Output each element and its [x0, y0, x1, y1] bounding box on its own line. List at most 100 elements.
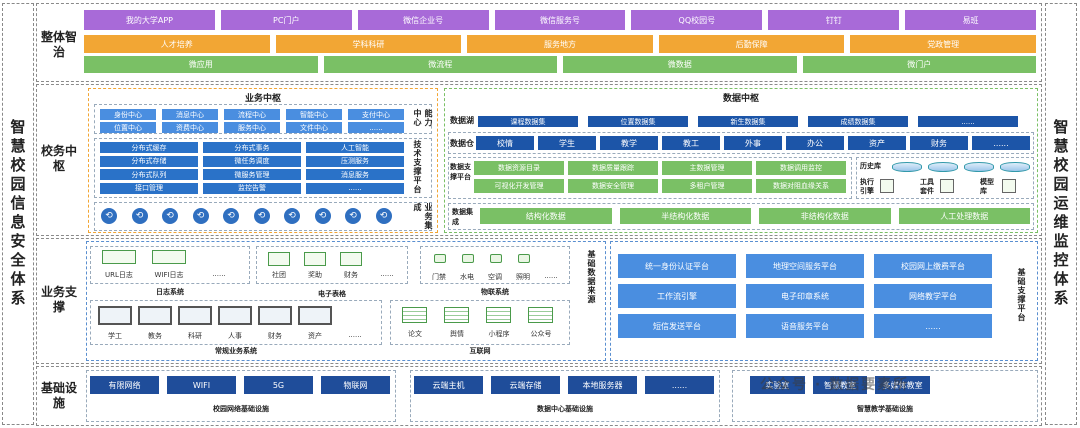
- data-tools-panel: [856, 157, 1034, 199]
- datacenter-cell: 本地服务器: [568, 376, 637, 394]
- business-hub-panel: [88, 88, 438, 233]
- business-system-label: ......: [348, 331, 362, 339]
- tech-support-panel: [94, 138, 432, 198]
- internet-item-label: 公众号: [530, 330, 552, 338]
- network-cell: 5G: [244, 376, 313, 394]
- internet-panel: [390, 300, 570, 345]
- internet-source-icon: [444, 307, 469, 323]
- tool-cube-icon: [940, 179, 954, 193]
- capability-cell: 服务中心: [224, 122, 280, 133]
- spreadsheet-item-label: 奖助: [308, 271, 322, 279]
- base-platform-panel: [610, 241, 1038, 361]
- data-platform-cell: 数据对阻血缘关系: [756, 179, 846, 193]
- tech-cell: 分布式队列: [100, 169, 198, 180]
- data-warehouse-label: 数据仓: [450, 139, 474, 148]
- monitor-icon: [98, 306, 132, 325]
- monitor-icon: [298, 306, 332, 325]
- business-system-label: 科研: [188, 332, 202, 340]
- support-layer: [36, 238, 1042, 364]
- engine-label: 执行引擎: [860, 178, 874, 195]
- tech-cell: 分布式存储: [100, 155, 198, 167]
- data-platform-cell: 可视化开发管理: [474, 179, 564, 193]
- capability-cell: 智能中心: [286, 109, 342, 120]
- log-item-label: ......: [212, 270, 226, 278]
- data-platform-label: 数据支撑平台: [450, 163, 471, 181]
- integration-icon: ⟲: [345, 208, 361, 224]
- support-label: 业务支撑: [40, 285, 77, 314]
- lake-dataset-cell: 成绩数据集: [808, 116, 908, 127]
- tech-support-label: 技术支撑平台: [413, 140, 422, 194]
- teaching-cell: 多媒体教室: [875, 376, 930, 394]
- lake-dataset-cell: 位置数据集: [588, 116, 688, 127]
- datacenter-cell: ......: [645, 376, 714, 394]
- datacenter-title: 数据中心基础设施: [537, 405, 593, 413]
- capability-center-label: 能力中心: [413, 109, 433, 127]
- data-sources-label: 基础数据来源: [587, 250, 596, 304]
- service-cell: 人才培养: [84, 35, 270, 53]
- data-collect-cell: 非结构化数据: [759, 208, 891, 224]
- tech-cell: 微服务管理: [203, 169, 301, 180]
- channel-cell: 我的大学APP: [84, 10, 215, 30]
- data-hub-panel: [444, 88, 1038, 233]
- internet-title: 互联网: [469, 347, 491, 355]
- business-systems-title: 常规业务系统: [215, 347, 257, 355]
- tech-cell: 人工智能: [306, 142, 404, 153]
- tech-cell: ......: [306, 182, 404, 194]
- iot-item-label: 门禁: [432, 273, 446, 281]
- datacenter-cell: 云端存储: [491, 376, 560, 394]
- capability-cell: 文件中心: [286, 122, 342, 133]
- governance-layer: [36, 3, 1042, 82]
- spreadsheet-item-label: 财务: [344, 271, 358, 279]
- iot-device-icon: [518, 254, 530, 263]
- data-platform-panel: [448, 157, 852, 199]
- data-lake-label: 数据湖: [450, 116, 474, 125]
- integration-icon: ⟲: [375, 208, 392, 224]
- iot-panel: [420, 246, 570, 284]
- log-icon: [102, 250, 136, 264]
- business-integration-label: 业务集成: [413, 203, 433, 230]
- iot-device-icon: [490, 254, 502, 263]
- warehouse-cell: 财务: [910, 136, 968, 150]
- business-integration-panel: [94, 202, 432, 231]
- capability-cell: 身份中心: [100, 109, 156, 120]
- integration-icon: ⟲: [253, 208, 270, 224]
- log-item-label: WIFI日志: [154, 271, 184, 279]
- network-panel: [86, 370, 396, 422]
- internet-source-icon: [528, 307, 553, 323]
- network-cell: 有限网络: [90, 376, 159, 394]
- warehouse-cell: 外事: [724, 136, 782, 150]
- base-platform-cell: 统一身份认证平台: [618, 254, 736, 278]
- iot-item-label: ......: [544, 272, 558, 280]
- business-system-label: 教务: [148, 332, 162, 340]
- warehouse-cell: 资产: [848, 136, 906, 150]
- lake-dataset-cell: 新生数据集: [698, 116, 798, 127]
- tech-cell: 压测服务: [306, 155, 404, 167]
- history-db-icon: [892, 162, 922, 172]
- data-hub-title: 数据中枢: [722, 94, 759, 104]
- integration-icon: ⟲: [162, 208, 178, 224]
- channel-cell: QQ校园号: [631, 10, 763, 30]
- data-warehouse-panel: [448, 132, 1034, 154]
- business-system-label: 资产: [308, 332, 322, 340]
- history-db-icon: [928, 162, 958, 172]
- monitor-icon: [138, 306, 172, 325]
- capability-cell: 支付中心: [348, 109, 404, 120]
- business-system-label: 人事: [228, 332, 242, 340]
- integration-icon: ⟲: [101, 208, 117, 224]
- datacenter-cell: 云端主机: [414, 376, 483, 394]
- monitor-icon: [258, 306, 292, 325]
- capability-cell: 资费中心: [162, 122, 218, 133]
- network-title: 校园网络基础设施: [213, 405, 269, 413]
- iot-title: 物联系统: [481, 288, 509, 296]
- tech-cell: 分布式缓存: [100, 142, 198, 153]
- history-db-label: 历史库: [860, 162, 881, 170]
- spreadsheet-item-label: ......: [380, 270, 394, 278]
- warehouse-cell: ......: [972, 136, 1030, 150]
- channel-cell: 易班: [905, 10, 1036, 30]
- warehouse-cell: 校情: [476, 136, 534, 150]
- data-platform-cell: 数据质量跟踪: [568, 161, 658, 175]
- spreadsheet-icon: [304, 252, 326, 266]
- capability-center-panel: [94, 104, 432, 134]
- internet-source-icon: [486, 307, 511, 323]
- data-collect-label: 数据集成: [452, 208, 473, 226]
